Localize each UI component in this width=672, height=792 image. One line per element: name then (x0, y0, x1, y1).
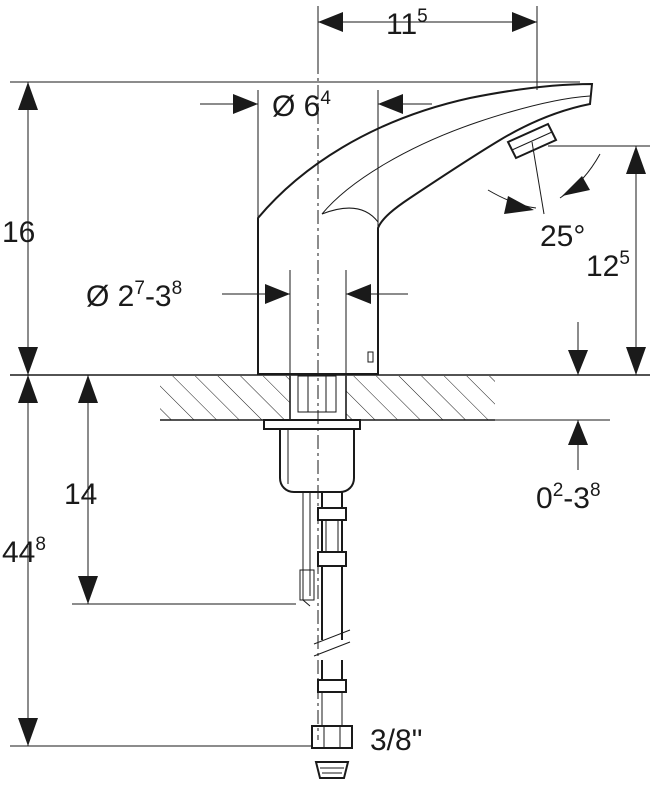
supply-hoses (299, 492, 353, 779)
countertop-section (10, 374, 650, 421)
dim-top-width: 115 (386, 6, 428, 41)
dim-counter-thickness: 02-38 (536, 480, 601, 515)
dimension-lines (10, 6, 650, 747)
faucet-body (257, 82, 594, 375)
dim-total-depth: 448 (2, 534, 46, 569)
aerator-nozzle (506, 122, 558, 160)
dim-spout-height: 125 (586, 248, 630, 283)
dim-hole-diameter: Ø 27-38 (86, 278, 182, 313)
dim-total-height: 16 (2, 216, 35, 249)
dim-connection-size: 3/8" (370, 724, 422, 757)
mounting-parts (263, 375, 361, 493)
dim-spout-diameter: Ø 64 (272, 88, 331, 123)
dim-below-counter: 14 (64, 478, 97, 511)
dim-angle: 25° (540, 220, 585, 253)
